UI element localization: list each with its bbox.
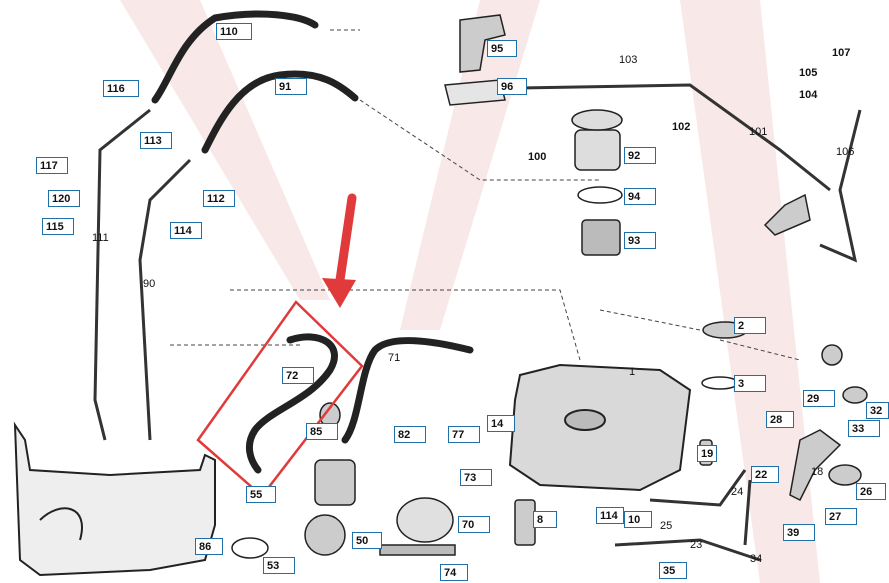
label-111: 111 [92,232,109,244]
callout-86: 86 [195,538,223,555]
highlight-box [196,300,364,498]
callout-94: 94 [624,188,656,205]
callout-55: 55 [246,486,276,503]
callout-85: 85 [306,423,338,440]
label-71: 71 [388,352,401,364]
callout-110: 110 [216,23,252,40]
strainer-housing [379,497,456,556]
callout-95: 95 [487,40,517,57]
callout-104: 104 [795,86,823,103]
callout-92: 92 [624,147,656,164]
fuel-tank [508,363,692,492]
callout-114b: 114 [596,507,624,524]
callout-72: 72 [282,367,314,384]
callout-116: 116 [103,80,139,97]
callout-10: 10 [624,511,652,528]
callout-102: 102 [668,118,696,135]
fuel-pump [304,459,356,556]
fuel-filter [571,109,623,256]
callout-50: 50 [352,532,382,549]
callout-107: 107 [828,44,856,61]
callout-8: 8 [533,511,557,528]
braided-hoses [151,10,474,474]
callout-35: 35 [659,562,687,579]
callout-115: 115 [42,218,74,235]
callout-113: 113 [140,132,172,149]
label-90: 90 [143,278,156,290]
callout-93: 93 [624,232,656,249]
callout-70: 70 [458,516,490,533]
callout-33: 33 [848,420,880,437]
callout-28: 28 [766,411,794,428]
callout-112: 112 [203,190,235,207]
callout-96: 96 [497,78,527,95]
callout-26: 26 [856,483,886,500]
callout-22: 22 [751,466,779,483]
callout-73: 73 [460,469,492,486]
leader-lines [170,29,801,361]
callout-53: 53 [263,557,295,574]
callout-91: 91 [275,78,307,95]
label-1: 1 [629,366,636,378]
callout-114: 114 [170,222,202,239]
label-23: 23 [690,539,703,551]
callout-39: 39 [783,524,815,541]
label-24: 24 [731,486,744,498]
callout-19: 19 [697,445,717,462]
label-103: 103 [619,54,638,66]
label-101: 101 [749,126,768,138]
callout-74: 74 [440,564,468,581]
label-25: 25 [660,520,673,532]
callout-105: 105 [795,64,823,81]
callout-14: 14 [487,415,515,432]
callout-27: 27 [825,508,857,525]
callout-77: 77 [448,426,480,443]
label-106: 106 [836,146,855,158]
body-panel [13,421,216,577]
callout-3: 3 [734,375,766,392]
callout-2: 2 [734,317,766,334]
label-34: 34 [750,553,763,565]
callout-120: 120 [48,190,80,207]
fuel-lines [93,83,862,562]
callout-29: 29 [803,390,835,407]
misc-parts [231,193,868,559]
mounting-bracket [444,14,506,106]
highlight [196,193,364,498]
label-18: 18 [811,466,824,478]
callout-82: 82 [394,426,426,443]
callout-100: 100 [524,148,552,165]
callout-32: 32 [866,402,889,419]
highlight-arrow [335,193,357,285]
callout-117: 117 [36,157,68,174]
